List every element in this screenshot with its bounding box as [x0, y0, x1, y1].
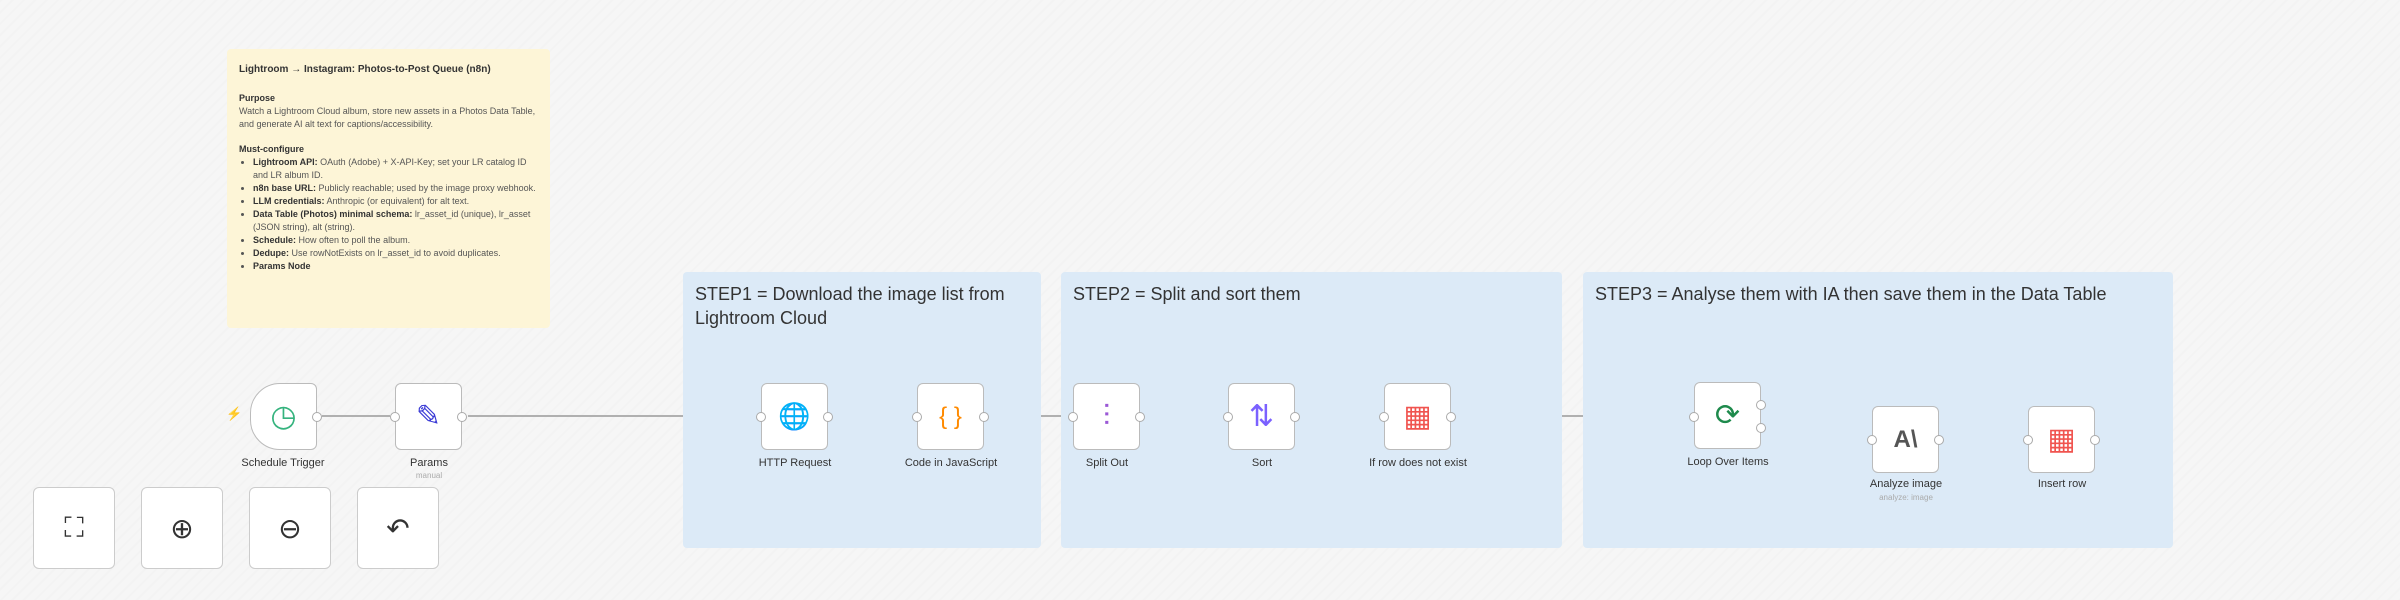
node-split-out[interactable]: ⫶	[1068, 383, 1145, 450]
node-schedule-trigger[interactable]: ◷	[250, 383, 322, 450]
node-label: HTTP Request	[758, 457, 832, 469]
group-step1[interactable]: STEP1 = Download the image list from Lig…	[683, 272, 1041, 548]
note-config-list: Lightroom API: OAuth (Adobe) + X-API-Key…	[239, 156, 538, 273]
node-params[interactable]: ✎	[390, 383, 467, 450]
output-port[interactable]	[1934, 434, 1944, 445]
input-port[interactable]	[2023, 434, 2033, 445]
output-port[interactable]	[312, 411, 322, 422]
output-port[interactable]	[457, 411, 467, 422]
note-config-heading: Must-configure	[239, 143, 304, 154]
node-label: Schedule Trigger	[241, 457, 325, 469]
node-loop-over-items[interactable]: ⟳	[1689, 382, 1766, 449]
zoom-in-button[interactable]: ⊕	[141, 487, 223, 569]
loop-port[interactable]	[1756, 423, 1766, 433]
node-label: If row does not exist	[1369, 457, 1467, 469]
fit-view-icon: ⛶	[64, 511, 84, 543]
split-icon: ⫶	[1102, 399, 1111, 433]
group-title: STEP3 = Analyse them with IA then save t…	[1595, 284, 2107, 304]
note-item: Lightroom API: OAuth (Adobe) + X-API-Key…	[253, 156, 538, 182]
node-subtitle: analyze: image	[1879, 493, 1933, 502]
input-port[interactable]	[756, 411, 766, 422]
sticky-note[interactable]: Lightroom → Instagram: Photos-to-Post Qu…	[227, 49, 550, 328]
sort-icon: ⇅	[1248, 400, 1275, 433]
note-title: Lightroom → Instagram: Photos-to-Post Qu…	[239, 64, 491, 75]
note-item: Dedupe: Use rowNotExists on lr_asset_id …	[253, 247, 538, 260]
node-label: Analyze image	[1869, 478, 1943, 490]
group-step2[interactable]: STEP2 = Split and sort them	[1061, 272, 1562, 548]
node-label: Params	[410, 457, 448, 469]
undo-button[interactable]: ↶	[357, 487, 439, 569]
table-icon: ▦	[1403, 400, 1432, 433]
globe-icon: 🌐	[778, 401, 811, 431]
note-item: Data Table (Photos) minimal schema: lr_a…	[253, 208, 538, 234]
node-http-request[interactable]: 🌐	[756, 383, 833, 450]
input-port[interactable]	[1068, 411, 1078, 422]
node-subtitle: manual	[415, 471, 443, 480]
note-purpose-text: Watch a Lightroom Cloud album, store new…	[239, 105, 536, 129]
note-purpose-heading: Purpose	[239, 92, 276, 103]
note-item: Schedule: How often to poll the album.	[253, 234, 538, 247]
node-if-row-not-exist[interactable]: ▦	[1379, 383, 1456, 450]
node-label: Insert row	[2037, 478, 2087, 490]
done-port[interactable]	[1756, 400, 1766, 410]
output-port[interactable]	[2090, 434, 2100, 445]
node-label: Sort	[1251, 457, 1273, 469]
code-braces-icon: { }	[939, 402, 962, 430]
node-sort[interactable]: ⇅	[1223, 383, 1300, 450]
zoom-in-icon: ⊕	[170, 512, 194, 544]
output-port[interactable]	[1290, 411, 1300, 422]
group-title: STEP2 = Split and sort them	[1073, 284, 1301, 304]
input-port[interactable]	[1223, 411, 1233, 422]
pencil-icon: ✎	[415, 400, 442, 433]
group-title: STEP1 = Download the image list from Lig…	[695, 284, 1005, 329]
fit-view-button[interactable]: ⛶	[33, 487, 115, 569]
output-port[interactable]	[979, 411, 989, 422]
node-label: Split Out	[1085, 457, 1129, 469]
clock-icon: ◷	[270, 400, 297, 433]
undo-icon: ↶	[386, 512, 410, 544]
input-port[interactable]	[1689, 412, 1699, 422]
table-icon: ▦	[2047, 423, 2076, 456]
trigger-bolt-icon: ⚡	[226, 406, 243, 421]
note-item: LLM credentials: Anthropic (or equivalen…	[253, 195, 538, 208]
input-port[interactable]	[390, 411, 400, 422]
note-item: Params Node	[253, 260, 538, 273]
node-label: Loop Over Items	[1687, 456, 1769, 468]
node-code-javascript[interactable]: { }	[912, 383, 989, 450]
node-analyze-image[interactable]: A\	[1867, 406, 1944, 473]
output-port[interactable]	[1135, 411, 1145, 422]
output-port[interactable]	[1446, 411, 1456, 422]
input-port[interactable]	[1379, 411, 1389, 422]
zoom-out-button[interactable]: ⊖	[249, 487, 331, 569]
loop-icon: ⟳	[1714, 399, 1741, 432]
output-port[interactable]	[823, 411, 833, 422]
anthropic-icon: A\	[1893, 425, 1918, 453]
input-port[interactable]	[1867, 434, 1877, 445]
note-item: n8n base URL: Publicly reachable; used b…	[253, 182, 538, 195]
zoom-out-icon: ⊖	[278, 512, 302, 544]
node-label: Code in JavaScript	[904, 457, 998, 469]
node-insert-row[interactable]: ▦	[2023, 406, 2100, 473]
input-port[interactable]	[912, 411, 922, 422]
